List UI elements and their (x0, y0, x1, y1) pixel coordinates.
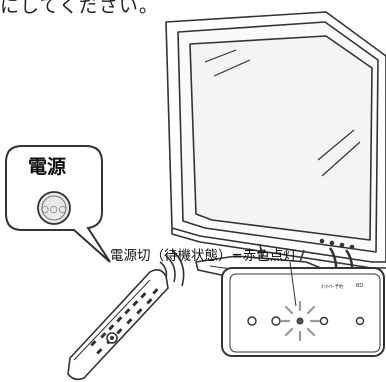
power-button-dots: ○○○ (41, 205, 68, 215)
panel-label-timer: ｵﾝﾀｲﾏｰ予約 (321, 285, 344, 290)
panel-label-bd: BD (356, 283, 364, 289)
power-button-label: 電源 (28, 156, 67, 178)
standby-caption: 電源切（待機状態）=赤色点灯 (110, 248, 297, 264)
led-glow-icon (279, 300, 321, 342)
top-text: にしてください。 (0, 0, 159, 17)
